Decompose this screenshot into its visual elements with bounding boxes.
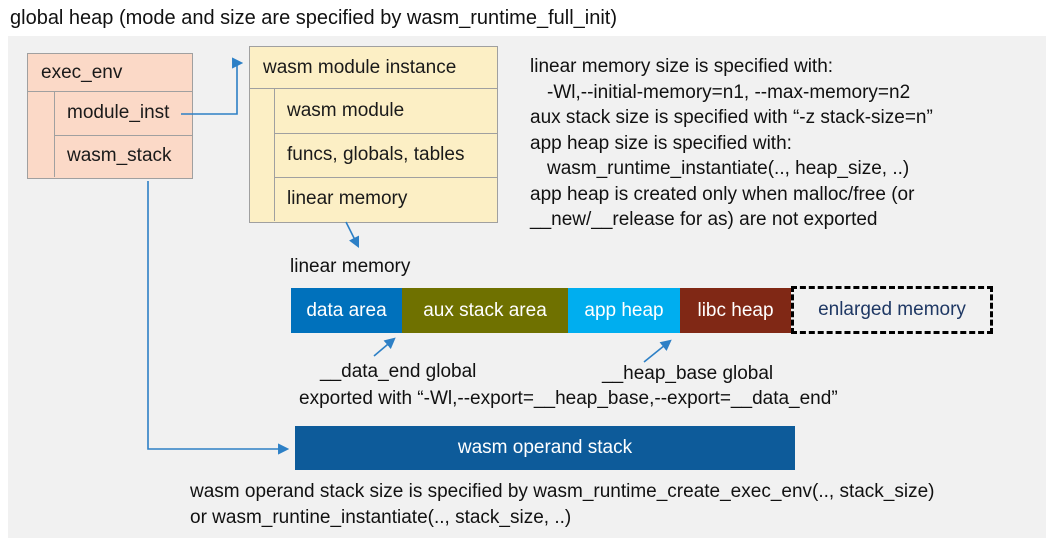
module-instance-rows: wasm module funcs, globals, tables linea… <box>274 89 497 221</box>
exec-env-box: exec_env module_inst wasm_stack <box>27 53 193 179</box>
module-instance-box: wasm module instance wasm module funcs, … <box>249 46 498 223</box>
module-instance-header: wasm module instance <box>250 47 497 89</box>
data-end-annotation: __data_end global <box>320 361 477 382</box>
segment-aux-stack-area: aux stack area <box>402 288 568 333</box>
note-line: linear memory size is specified with: <box>530 56 834 77</box>
segment-data-area: data area <box>291 288 402 333</box>
segment-enlarged-memory: enlarged memory <box>791 286 993 334</box>
linear-memory-label: linear memory <box>290 256 411 277</box>
note-line: -Wl,--initial-memory=n1, --max-memory=n2 <box>547 81 911 103</box>
footer-note-line: or wasm_runtine_instantiate(.., stack_si… <box>190 507 572 528</box>
note-line: app heap is created only when malloc/fre… <box>530 183 915 205</box>
exec-env-rows: module_inst wasm_stack <box>54 92 192 177</box>
module-instance-row-funcs-globals-tables: funcs, globals, tables <box>275 132 497 177</box>
heap-base-annotation: __heap_base global <box>602 363 774 384</box>
note-line: app heap size is specified with: <box>530 132 792 154</box>
operand-stack-bar: wasm operand stack <box>295 426 795 470</box>
segment-libc-heap: libc heap <box>680 288 791 333</box>
exec-env-header: exec_env <box>28 54 192 92</box>
notes-block: linear memory size is specified with: -W… <box>530 54 933 233</box>
exec-env-row-wasm-stack: wasm_stack <box>55 134 192 178</box>
note-line: wasm_runtime_instantiate(.., heap_size, … <box>547 158 910 179</box>
footer-notes: wasm operand stack size is specified by … <box>190 479 935 531</box>
exec-env-row-module-inst: module_inst <box>67 102 170 124</box>
export-annotation: exported with “-Wl,--export=__heap_base,… <box>299 388 838 409</box>
module-instance-row-linear-memory: linear memory <box>275 176 497 221</box>
note-line: __new/__release for as) are not exported <box>530 209 878 230</box>
module-instance-row-wasm-module: wasm module <box>287 99 405 121</box>
note-line: aux stack size is specified with “-z sta… <box>530 107 933 128</box>
page-title: global heap (mode and size are specified… <box>10 7 617 29</box>
segment-app-heap: app heap <box>568 288 680 333</box>
footer-note-line: wasm operand stack size is specified by … <box>190 481 935 502</box>
